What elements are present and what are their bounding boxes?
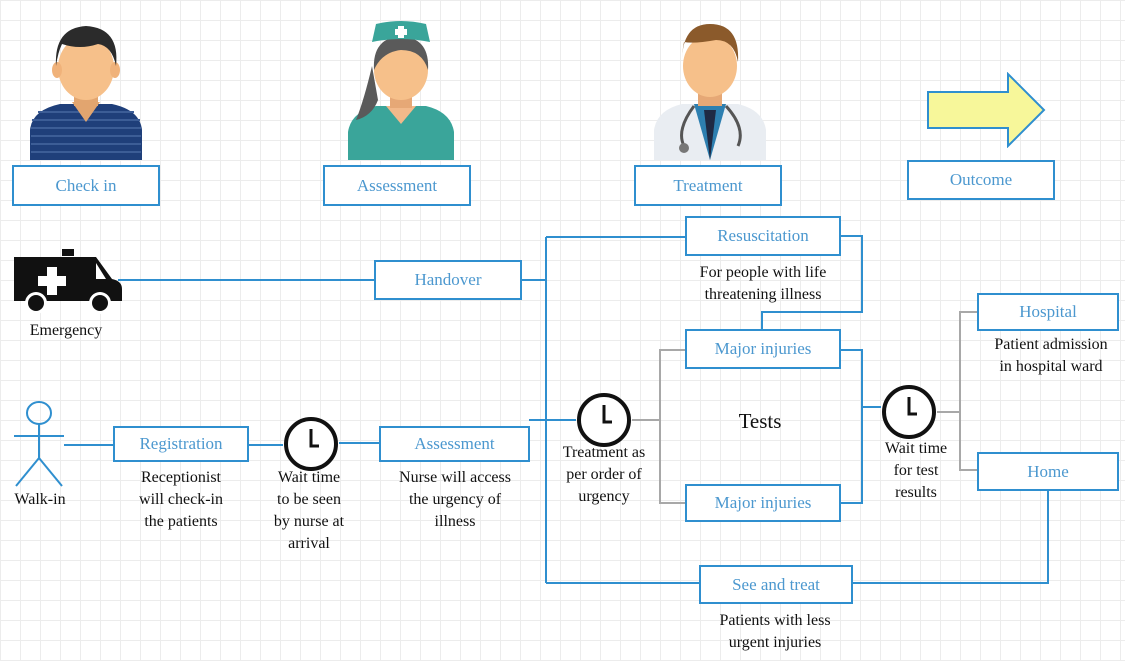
- stick-figure-icon: [14, 401, 64, 487]
- treatment-order-note: Treatment as per order of urgency: [562, 444, 646, 505]
- patient-avatar-icon: [30, 26, 142, 160]
- handover-box: Handover: [374, 260, 522, 300]
- life-threatening-note: For people with life threatening illness: [699, 264, 827, 303]
- see-and-treat-box: See and treat: [699, 565, 853, 604]
- less-urgent-note: Patients with less urgent injuries: [719, 612, 831, 651]
- major-injuries-bottom-box: Major injuries: [685, 484, 841, 522]
- nurse-avatar-icon: [348, 21, 454, 160]
- clock-icon: [284, 417, 338, 471]
- walk-in-label: Walk-in: [14, 491, 66, 508]
- hospital-box: Hospital: [977, 293, 1119, 331]
- role-treatment-box: Treatment: [634, 165, 782, 206]
- role-assessment-box: Assessment: [323, 165, 471, 206]
- role-outcome-box: Outcome: [907, 160, 1055, 200]
- doctor-avatar-icon: [654, 24, 766, 160]
- receptionist-note: Receptionist will check-in the patients: [139, 469, 223, 530]
- role-check-in-box: Check in: [12, 165, 160, 206]
- tests-label: Tests: [738, 409, 782, 433]
- nurse-access-note: Nurse will access the urgency of illness: [399, 469, 511, 530]
- major-injuries-top-box: Major injuries: [685, 329, 841, 369]
- clock-icon: [577, 393, 631, 447]
- admission-note: Patient admission in hospital ward: [994, 336, 1108, 375]
- ambulance-icon: [14, 249, 122, 314]
- emergency-label: Emergency: [29, 322, 103, 339]
- clock-icon: [882, 385, 936, 439]
- registration-box: Registration: [113, 426, 249, 462]
- outcome-arrow-icon: [927, 72, 1046, 148]
- home-box: Home: [977, 452, 1119, 491]
- wait-nurse-note: Wait time to be seen by nurse at arrival: [273, 469, 345, 552]
- assessment-step-box: Assessment: [379, 426, 530, 462]
- wait-tests-note: Wait time for test results: [884, 440, 948, 501]
- resuscitation-box: Resuscitation: [685, 216, 841, 256]
